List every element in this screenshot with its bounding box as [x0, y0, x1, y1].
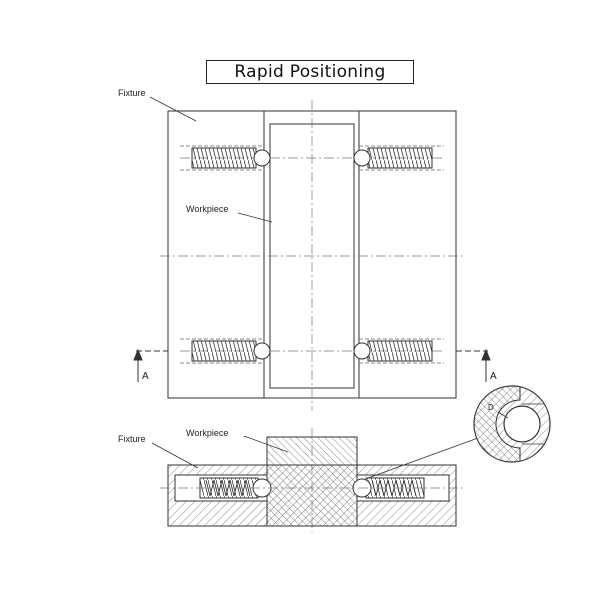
leader-detail — [367, 437, 479, 479]
label-workpiece-bottom: Workpiece — [186, 428, 229, 438]
label-section-right: A — [490, 371, 497, 382]
top-view — [160, 100, 464, 410]
leader-workpiece-bottom — [243, 435, 289, 453]
leader-fixture-bottom — [151, 442, 199, 469]
plunger-top-right-lower — [353, 340, 433, 362]
plunger-top-right-upper — [353, 147, 433, 169]
label-detail-mark: D — [488, 403, 494, 412]
label-workpiece-top: Workpiece — [186, 204, 229, 214]
leader-fixture-top — [149, 96, 197, 122]
plunger-top-left-upper — [191, 147, 271, 169]
section-line-a — [133, 348, 491, 382]
label-fixture-top: Fixture — [118, 88, 146, 98]
leader-workpiece-top — [237, 212, 273, 223]
label-section-left: A — [142, 371, 149, 382]
plunger-top-left-lower — [191, 340, 271, 362]
diagram-title: Rapid Positioning — [206, 60, 414, 84]
detail-view — [473, 385, 551, 463]
label-fixture-bottom: Fixture — [118, 434, 146, 444]
